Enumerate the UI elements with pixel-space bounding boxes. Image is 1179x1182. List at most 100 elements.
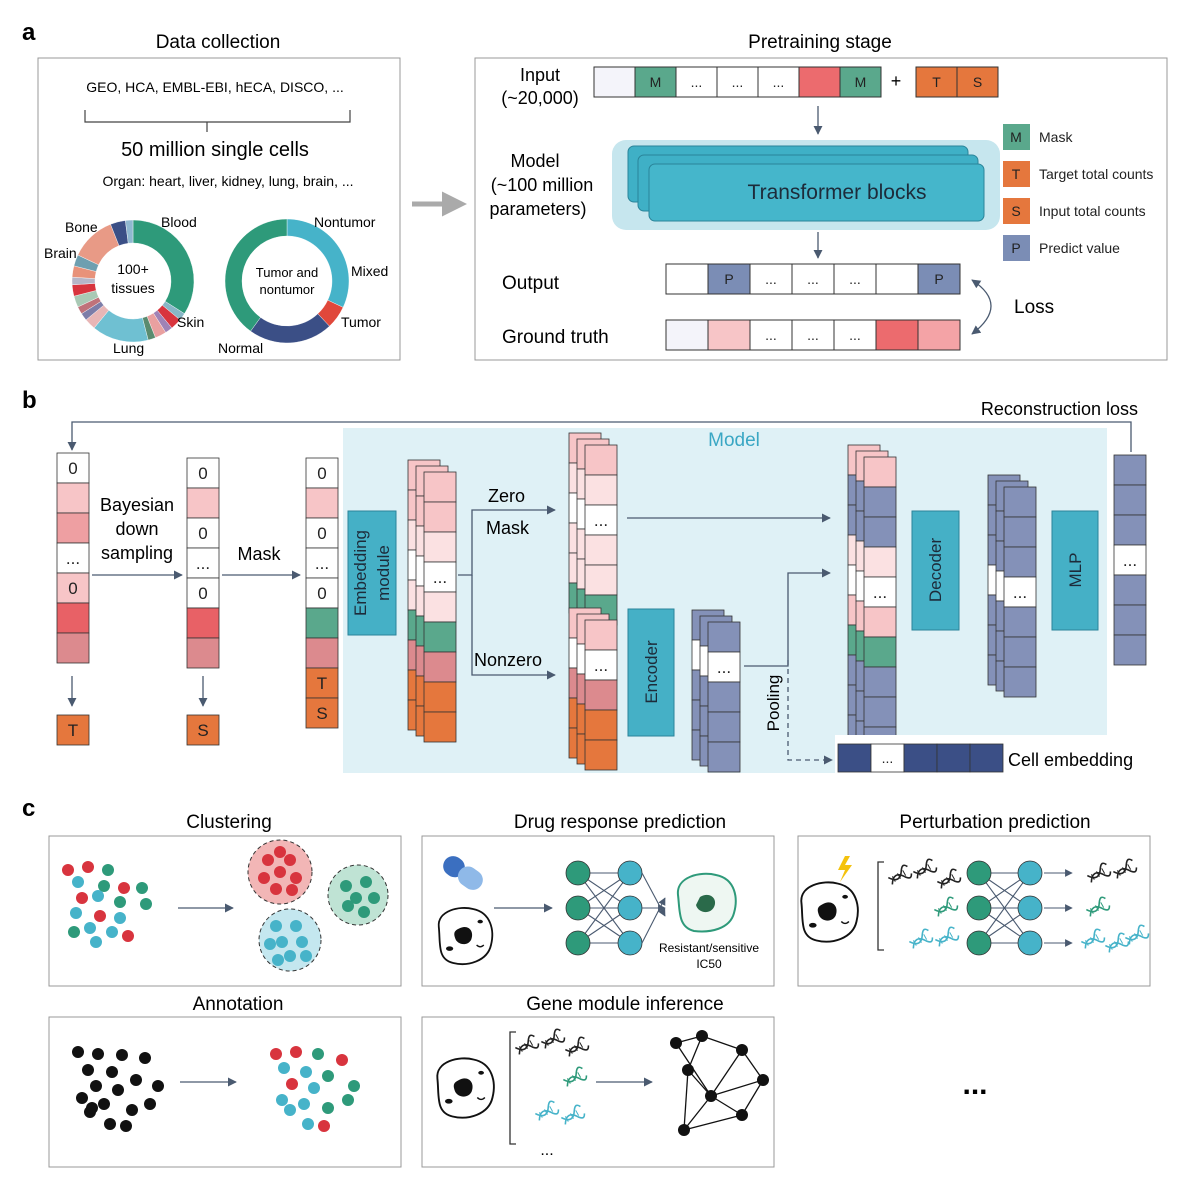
- pill-icon: [443, 856, 483, 890]
- annotation-unlabeled-cell-3: [139, 1052, 151, 1064]
- clustering-cell-13: [140, 898, 152, 910]
- col-downsampled-cell-text-2: 0: [198, 524, 207, 543]
- col-masked-cell-3: [305, 547, 339, 579]
- perturbation-bracket: [877, 861, 884, 951]
- cluster-red-cell-6: [286, 884, 298, 896]
- annotation-labeled-cell-5: [300, 1066, 312, 1078]
- drug-result-label-1: Resistant/sensitive: [659, 941, 759, 955]
- input-token-3: [716, 66, 759, 98]
- gene-dna-4: [534, 1100, 560, 1121]
- col-original-cell-text-4: 0: [68, 579, 77, 598]
- encoder-out-stack-layer-0-cell-0: [707, 621, 741, 653]
- legend-swatch-p: [1003, 235, 1030, 261]
- drug-nn-node-b-0: [617, 860, 643, 886]
- cluster-blue-cell-2: [276, 936, 288, 948]
- output-token-text-4: ...: [849, 271, 861, 287]
- col-masked-cell-4: [305, 577, 339, 609]
- loss-label: Loss: [1014, 297, 1054, 318]
- gene-module-dots: ...: [540, 1142, 553, 1159]
- clustering-box: [48, 835, 402, 987]
- output-token-text-1: P: [724, 271, 733, 287]
- input-token-text-6: M: [855, 74, 867, 90]
- input-token-text-4: ...: [773, 74, 785, 90]
- annotation-unlabeled-cell-13: [144, 1098, 156, 1110]
- pert-dna-out-2-rung-2: [1100, 902, 1105, 908]
- donut-tissues: 100+ tissues Bone Blood Brain Skin Lung: [44, 214, 204, 356]
- cluster-blue-cell-6: [300, 950, 312, 962]
- input-token-text-1: M: [650, 74, 662, 90]
- more-ellipsis: ...: [962, 1068, 987, 1101]
- nonzero-stack-layer-0-cell-3: [584, 709, 618, 741]
- perturbation-cell-icon-organelle-1: [809, 922, 817, 928]
- gene-module-title: Gene module inference: [526, 994, 724, 1015]
- pert-dna-out-1-rung-1: [1122, 867, 1126, 873]
- gene-graph-edge-10: [683, 1095, 712, 1131]
- gt-token-5: [875, 319, 919, 351]
- pooling-arrow: [787, 660, 833, 765]
- gene-dna-2-rung-0: [568, 1048, 573, 1054]
- perturbation-box: [797, 835, 1151, 987]
- ts-token-text-1: S: [973, 74, 982, 90]
- col-masked-cell-text-4: 0: [317, 584, 326, 603]
- annotation-labeled-cell-13: [342, 1094, 354, 1106]
- panel-b-letter: b: [22, 387, 37, 414]
- pert-dna-out-2-strand-a: [1085, 896, 1106, 913]
- gene-graph-node-6: [678, 1124, 690, 1136]
- pretraining-title: Pretraining stage: [748, 32, 892, 53]
- clustering-cell-2: [102, 864, 114, 876]
- pert-nn-node-b-2: [1017, 930, 1043, 956]
- cluster-teal-cell-2: [350, 892, 362, 904]
- input-token-1: [634, 66, 677, 98]
- pert-dna-out-1: [1112, 858, 1138, 879]
- pert-dna-out-5-rung-1: [1134, 933, 1138, 939]
- input-token-5: [798, 66, 841, 98]
- gt-token-3: [791, 319, 835, 351]
- token-t-cell-text-0: T: [68, 721, 78, 740]
- donut2-segment-2: [250, 313, 330, 344]
- cluster-teal-cell-3: [368, 892, 380, 904]
- encoder-block: [627, 608, 675, 737]
- gene-module-cell-icon: [436, 1057, 495, 1119]
- donut2-label-normal: Normal: [218, 340, 263, 356]
- col-downsampled-cell-1: [186, 487, 220, 519]
- encoder-out-stack-layer-0-cell-text-1: ...: [717, 658, 731, 677]
- pert-dna-in-1-rung-0: [916, 870, 921, 876]
- pert-dna-out-5: [1124, 924, 1150, 945]
- annotation-labeled-cell-3: [336, 1054, 348, 1066]
- pert-dna-out-2: [1085, 896, 1111, 917]
- gene-graph-node-3: [682, 1064, 694, 1076]
- nonzero-stack-layer-0-cell-4: [584, 739, 618, 771]
- pert-dna-in-5-rung-2: [949, 932, 954, 938]
- clustering-cell-6: [92, 890, 104, 902]
- nonzero-stack-layer-0-cell-0: [584, 619, 618, 651]
- col-downsampled-cell-2: [186, 517, 220, 549]
- col-downsampled-cell-3: [186, 547, 220, 579]
- pert-dna-in-0: [887, 864, 913, 885]
- pert-dna-in-1-rung-2: [927, 864, 932, 870]
- nonzero-stack-layer-0-cell-2: [584, 679, 618, 711]
- gene-dna-0-strand-a: [514, 1034, 535, 1051]
- col-downsampled-cell-text-4: 0: [198, 584, 207, 603]
- gene-module-bracket: [509, 1031, 516, 1145]
- col-reconstructed-cell-4: [1113, 574, 1147, 606]
- legend-text-s: Input total counts: [1039, 203, 1146, 219]
- zero-stack-layer-0-cell-4: [584, 564, 618, 596]
- decoder-label: Decoder: [926, 538, 945, 603]
- pert-dna-in-2: [936, 868, 962, 889]
- cluster-blue-cell-0: [270, 920, 282, 932]
- cell-embedding-row: ...: [837, 743, 1004, 773]
- donut1-label-lung: Lung: [113, 340, 144, 356]
- merged-stack-layer-0-cell-6: [863, 636, 897, 668]
- pert-dna-in-0-rung-0: [891, 876, 896, 882]
- gene-graph-edge-9: [741, 1079, 764, 1116]
- decoder-out-stack-layer-0-cell-0: [1003, 486, 1037, 518]
- input-token-2: [675, 66, 718, 98]
- gene-dna-1: [540, 1028, 566, 1049]
- col-masked-cell-0: [305, 457, 339, 489]
- cell-embedding-label: Cell embedding: [1008, 750, 1133, 770]
- input-label-2: (~20,000): [501, 88, 579, 108]
- gene-graph-node-5: [757, 1074, 769, 1086]
- clustering-title: Clustering: [186, 812, 272, 833]
- annotation-unlabeled-cell-10: [76, 1092, 88, 1104]
- gene-graph-edge-2: [701, 1035, 743, 1051]
